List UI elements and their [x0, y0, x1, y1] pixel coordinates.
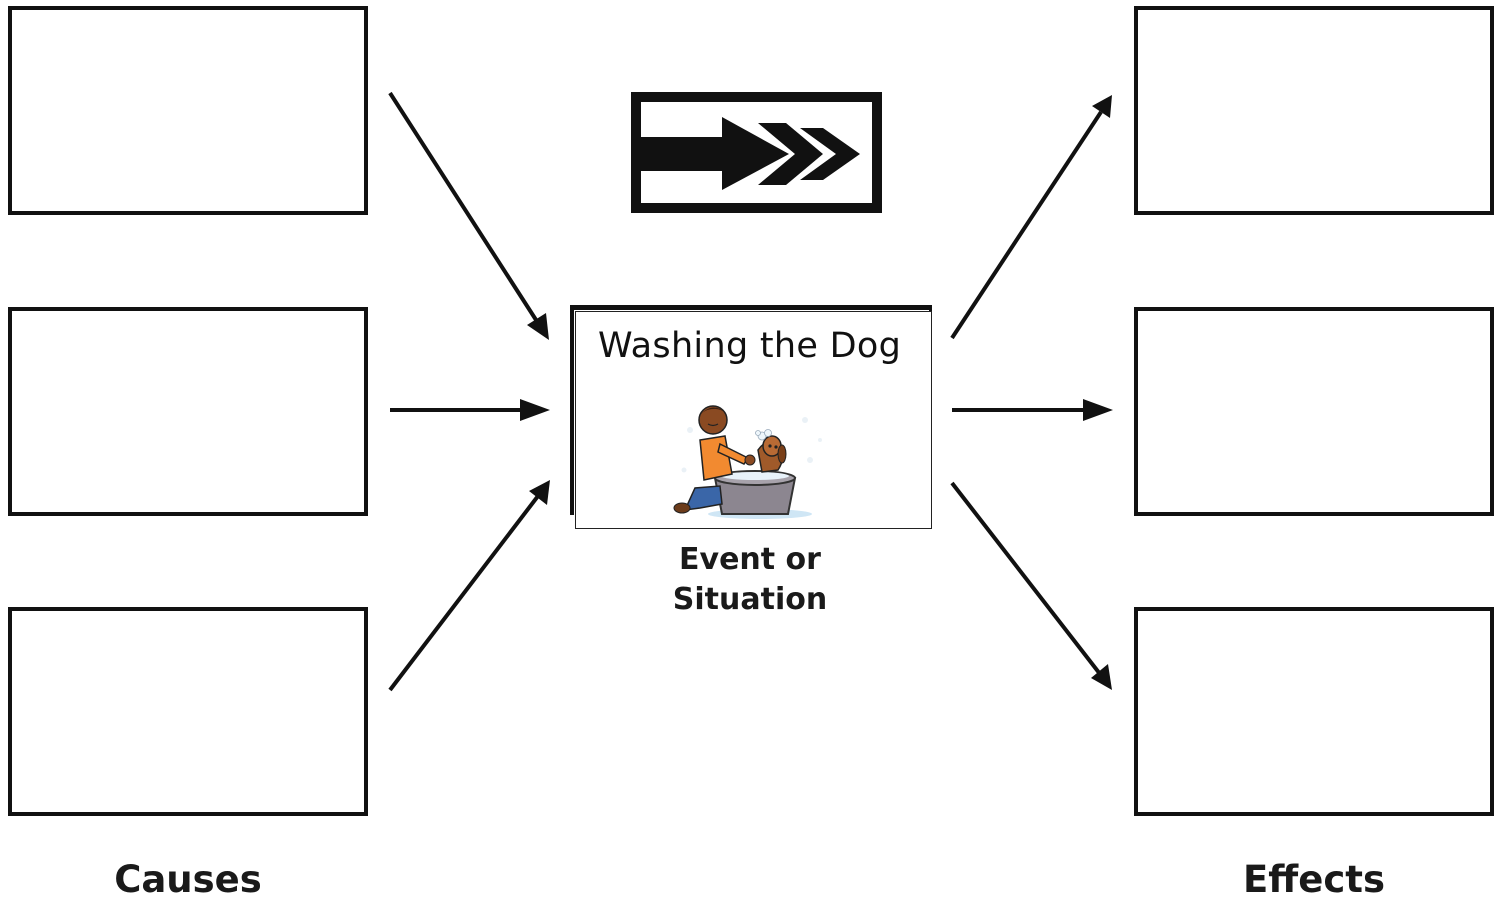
- effect-box-2-input[interactable]: [1138, 311, 1490, 512]
- cause-box-3[interactable]: [8, 607, 368, 816]
- event-label-line-2: Situation: [672, 582, 828, 617]
- effect-box-1-input[interactable]: [1138, 10, 1490, 211]
- effects-label: Effects: [1243, 858, 1385, 901]
- effect-arrow-bottom: [950, 481, 1112, 690]
- cause-box-2-input[interactable]: [12, 311, 364, 512]
- cause-box-2[interactable]: [8, 307, 368, 516]
- event-label-line-1: Event or: [679, 542, 821, 577]
- effect-arrow-top: [950, 95, 1112, 340]
- cause-box-3-input[interactable]: [12, 611, 364, 812]
- cause-effect-symbol-icon: [631, 92, 882, 213]
- effect-box-3-input[interactable]: [1138, 611, 1490, 812]
- cause-box-1[interactable]: [8, 6, 368, 215]
- cause-arrow-middle: [390, 399, 550, 421]
- cause-arrow-bottom: [388, 480, 550, 692]
- boy-washing-dog-illustration: [673, 405, 822, 519]
- cause-arrow-top: [388, 91, 549, 340]
- effect-box-3[interactable]: [1134, 607, 1494, 816]
- effect-box-2[interactable]: [1134, 307, 1494, 516]
- causes-label: Causes: [114, 858, 262, 901]
- event-label: Event or Situation: [620, 540, 880, 620]
- effect-arrow-middle: [952, 399, 1113, 421]
- cause-box-1-input[interactable]: [12, 10, 364, 211]
- effect-box-1[interactable]: [1134, 6, 1494, 215]
- event-title: Washing the Dog: [598, 326, 902, 366]
- event-box[interactable]: Washing the Dog: [575, 311, 932, 529]
